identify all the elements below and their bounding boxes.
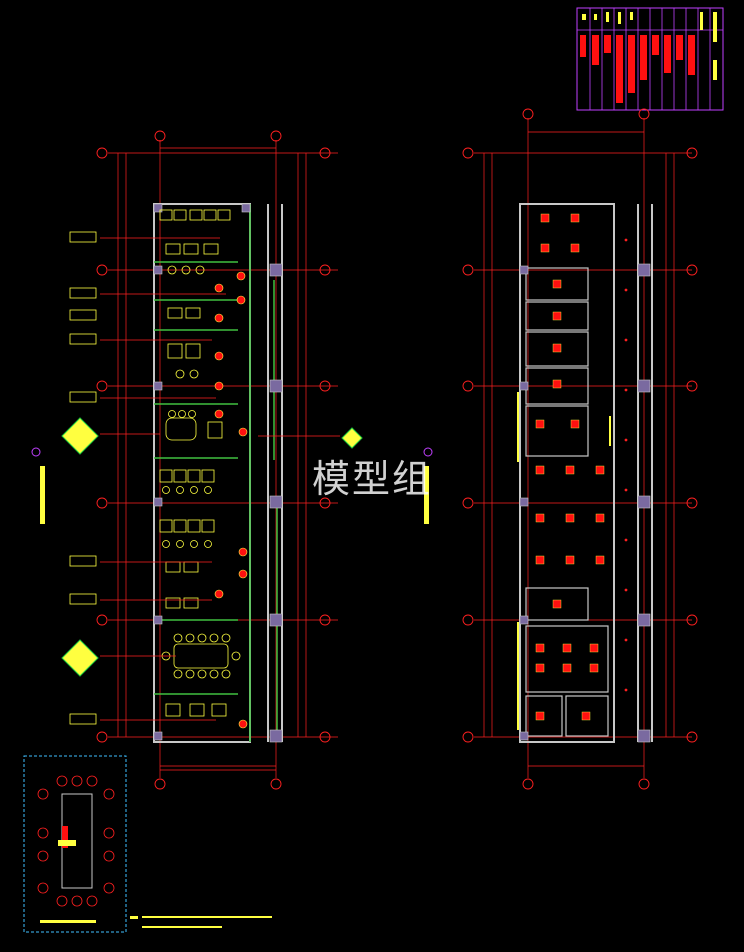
light-fixture (535, 513, 545, 523)
light-fixture (595, 555, 605, 565)
floor-plan-left (31, 130, 363, 790)
light-fixture (589, 643, 599, 653)
light-fixture (570, 213, 580, 223)
light-fixture (565, 465, 575, 475)
section-marker-group (31, 417, 363, 677)
title-block (576, 7, 724, 111)
light-fixture (535, 465, 545, 475)
light-fixture (535, 663, 545, 673)
light-fixture (552, 343, 562, 353)
light-fixture (581, 711, 591, 721)
section-marker-right (423, 447, 433, 524)
floor-plan-right (423, 108, 698, 790)
light-fixture (535, 419, 545, 429)
light-fixture (565, 555, 575, 565)
key-plan (23, 755, 272, 933)
watermark-text: 模型组 (312, 457, 433, 501)
light-fixture (589, 663, 599, 673)
light-fixture (552, 311, 562, 321)
light-fixture (535, 643, 545, 653)
light-fixture (540, 243, 550, 253)
light-fixture (562, 663, 572, 673)
light-fixture (540, 213, 550, 223)
light-fixture (552, 599, 562, 609)
light-fixture (565, 513, 575, 523)
light-fixture (595, 465, 605, 475)
light-fixture (552, 379, 562, 389)
light-fixture (570, 419, 580, 429)
light-fixture (535, 555, 545, 565)
light-fixture (570, 243, 580, 253)
light-fixture (595, 513, 605, 523)
light-fixture (535, 711, 545, 721)
light-fixture (562, 643, 572, 653)
light-fixture (552, 279, 562, 289)
